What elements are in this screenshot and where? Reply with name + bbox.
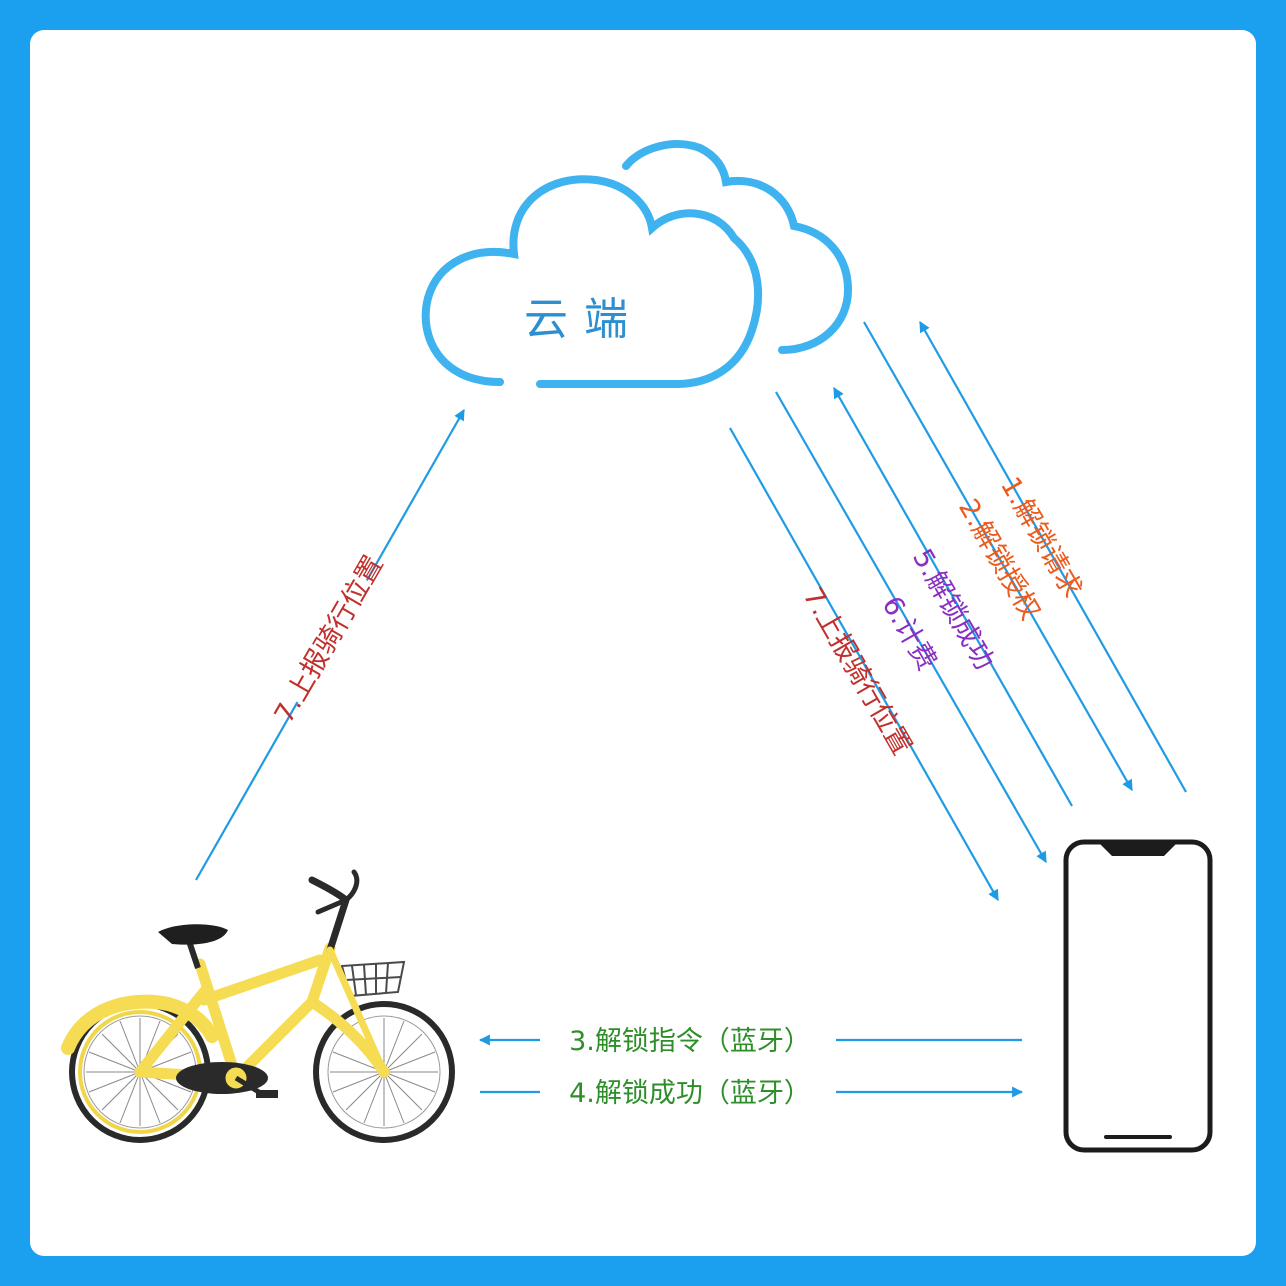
label-step7-left: 7.上报骑行位置 <box>269 550 390 728</box>
bicycle-icon <box>61 869 455 1143</box>
smartphone-icon <box>1063 839 1213 1153</box>
cloud-icon <box>421 140 853 388</box>
arrow-cloud-to-phone-billing <box>775 391 1047 863</box>
label-step3: 3.解锁指令（蓝牙） <box>569 1026 811 1057</box>
diagram-canvas: 云端 7.上报骑行位置 1.解锁请求 2.解锁授权 5.解锁成功 6.计费 7.… <box>30 30 1256 1256</box>
arrow-phone-to-cloud-success <box>833 387 1073 807</box>
unlock-flow-diagram: 云端 7.上报骑行位置 1.解锁请求 2.解锁授权 5.解锁成功 6.计费 7.… <box>61 140 1213 1153</box>
arrow-cloud-to-phone-auth <box>863 321 1133 791</box>
arrow-phone-to-cloud-request <box>919 321 1187 793</box>
label-step4: 4.解锁成功（蓝牙） <box>569 1078 811 1109</box>
arrow-cloud-to-phone-position <box>729 427 999 901</box>
cloud-label: 云端 <box>524 294 644 345</box>
